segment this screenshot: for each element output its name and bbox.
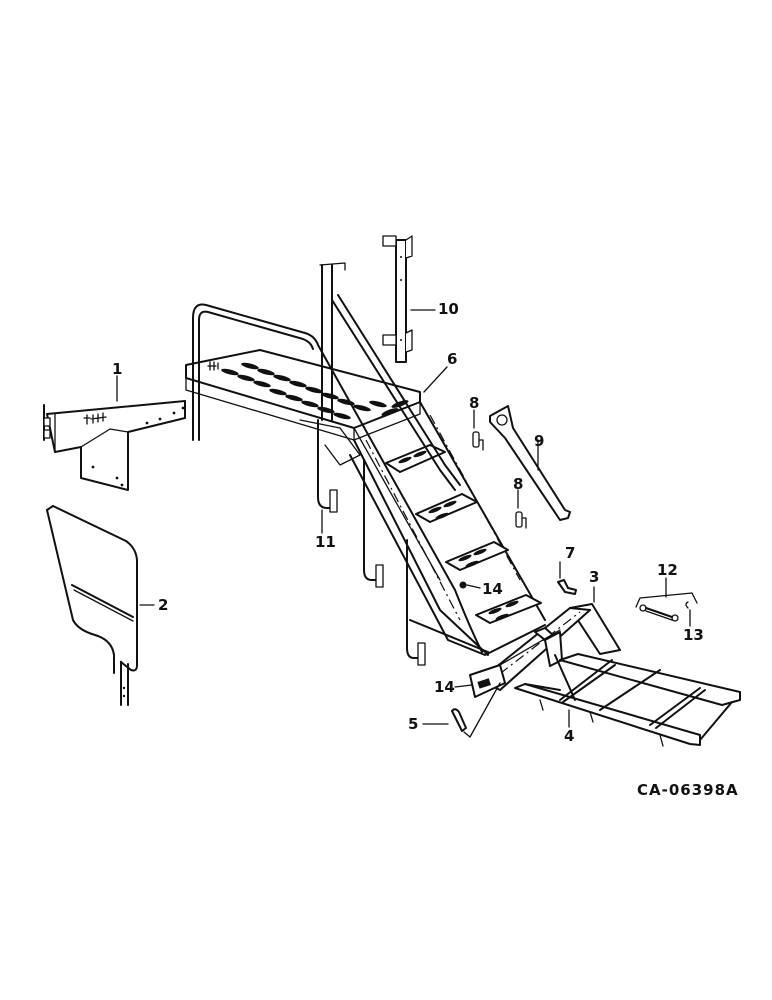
callout-1: 1 (112, 360, 123, 378)
part-8-hook-upper (472, 431, 484, 451)
leader-lines (116, 309, 691, 728)
part-6-platform-steps (185, 349, 546, 656)
step-3 (445, 541, 509, 571)
callout-2: 2 (158, 596, 169, 614)
part-1-side-bracket (43, 400, 186, 491)
part-8-hook-lower (515, 511, 527, 529)
callout-8-upper: 8 (469, 394, 480, 412)
part-9-lever (489, 405, 571, 521)
part-10-post-bracket (382, 235, 413, 363)
callout-11: 11 (315, 533, 336, 551)
callout-8-lower: 8 (513, 475, 524, 493)
callout-14-box: 14 (434, 678, 455, 696)
part-3-mounting-frame (479, 603, 621, 691)
callout-10: 10 (438, 300, 459, 318)
callout-6: 6 (447, 350, 458, 368)
part-13-clip (685, 601, 689, 609)
part-2-guard-rail (46, 505, 138, 706)
callout-14-step: 14 (482, 580, 503, 598)
post-and-rails (319, 262, 461, 491)
part-14-reflector-box (469, 629, 561, 698)
callout-4: 4 (564, 727, 575, 745)
step-2 (415, 493, 478, 523)
callout-3: 3 (589, 568, 600, 586)
step-1 (385, 444, 446, 473)
callout-7: 7 (565, 544, 576, 562)
part-5-pin (451, 682, 501, 738)
platform-handrail (192, 303, 483, 653)
callout-5: 5 (408, 715, 419, 733)
part-11-handrail (317, 419, 489, 666)
step-4 (475, 594, 542, 624)
callout-9: 9 (534, 432, 545, 450)
callout-13: 13 (683, 626, 704, 644)
part-7-clip (557, 579, 577, 595)
callout-12: 12 (657, 561, 678, 579)
drawing-reference-code: CA-06398A (637, 781, 739, 799)
part-4-support-frame (514, 653, 741, 747)
